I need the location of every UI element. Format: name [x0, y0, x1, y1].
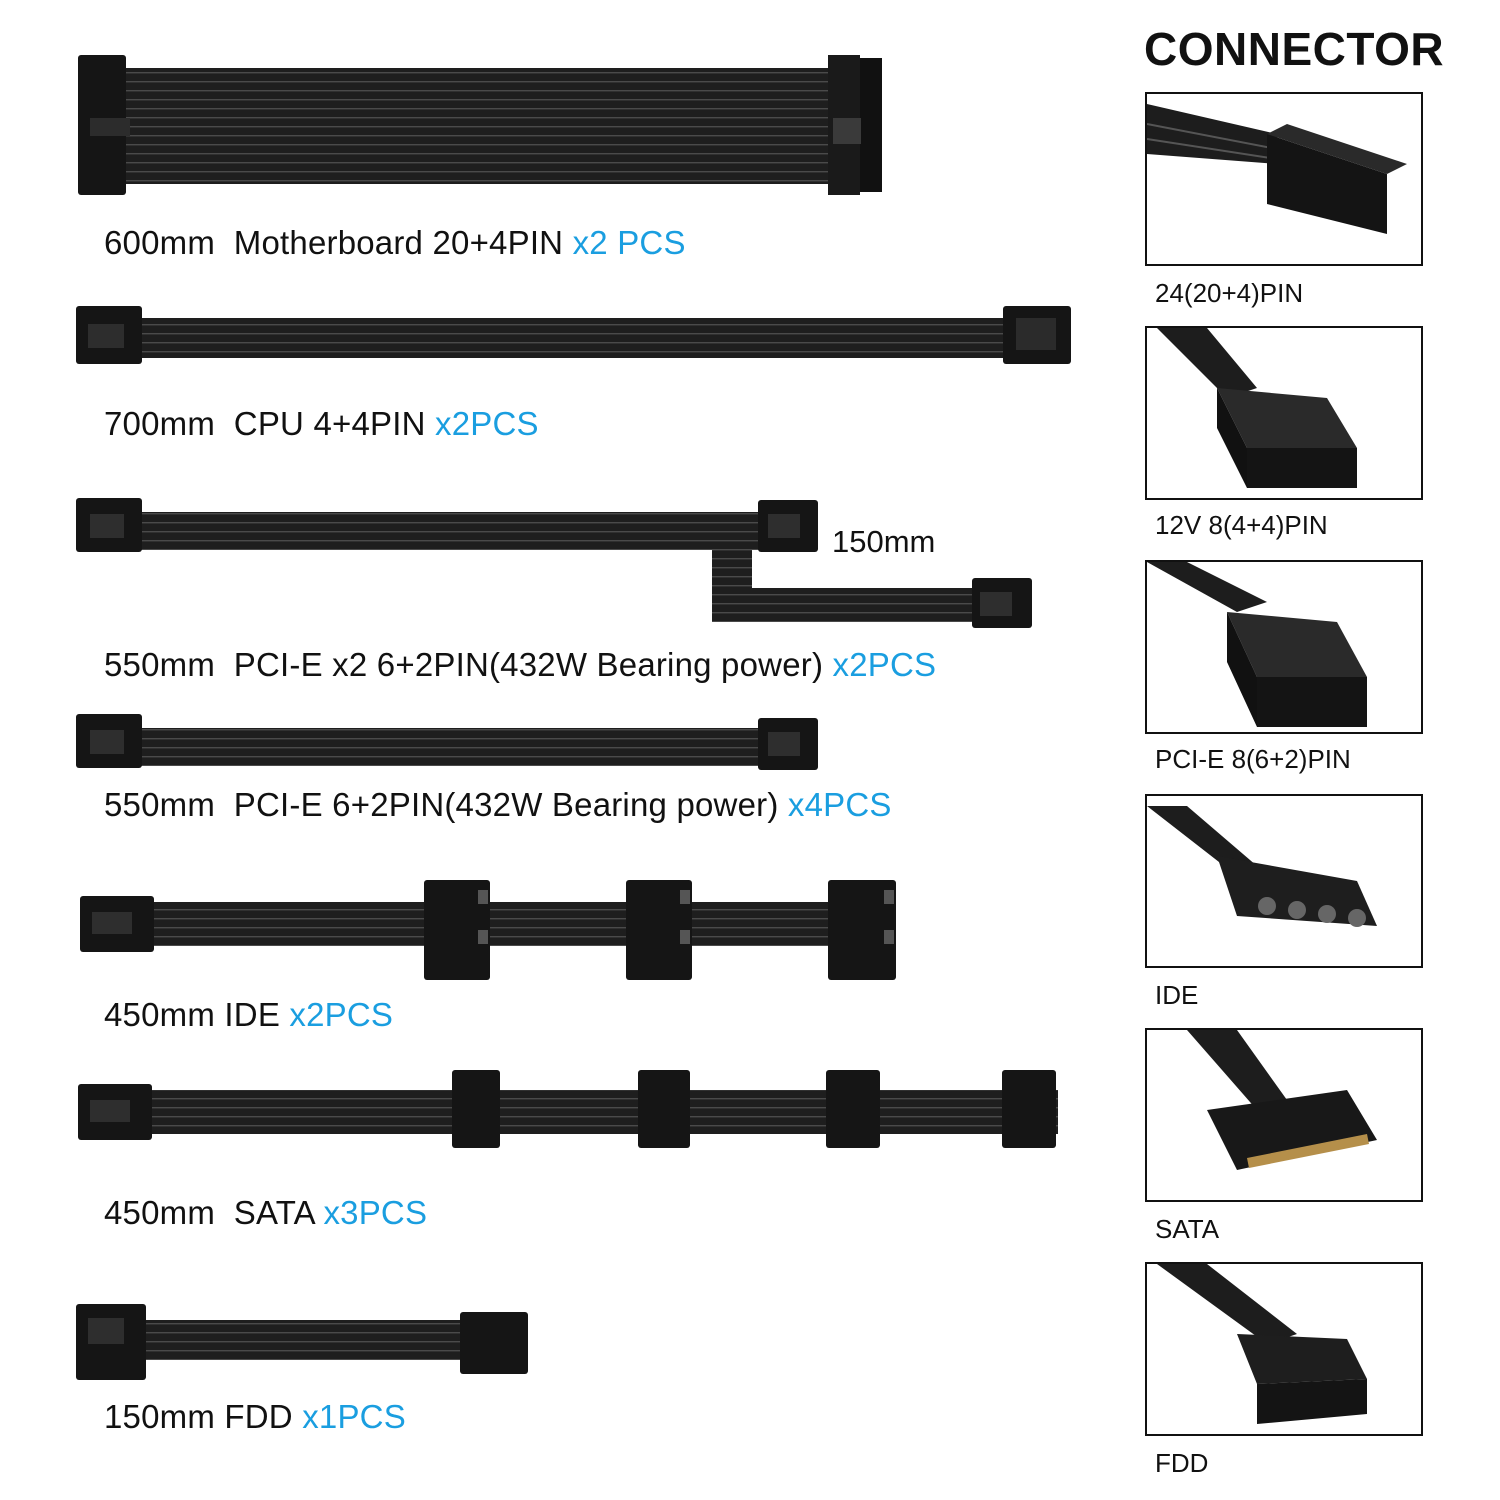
pcie-dual-cable-icon	[76, 498, 1032, 628]
cable-label-sata: 450mm SATA x3PCS	[104, 1194, 428, 1231]
connector-label-sata: SATA	[1155, 1214, 1220, 1244]
cable-illustrations	[76, 55, 1071, 1380]
connector-image-cpu	[1145, 326, 1423, 500]
motherboard-cable-icon	[78, 55, 882, 195]
cable-label-fdd: 150mm FDD x1PCS	[104, 1398, 406, 1435]
connector-image-fdd	[1145, 1262, 1423, 1436]
pcie-8pin-connector-icon	[1147, 562, 1367, 727]
connector-label-24pin: 24(20+4)PIN	[1155, 278, 1304, 308]
sata-connector-icon	[1187, 1030, 1377, 1170]
cpu-cable-icon	[76, 306, 1071, 364]
connector-image-ide	[1145, 794, 1423, 968]
cable-label-pcie-single: 550mm PCI-E 6+2PIN(432W Bearing power) x…	[104, 786, 892, 823]
connector-label-ide: IDE	[1155, 980, 1199, 1010]
eps-8pin-connector-icon	[1157, 328, 1357, 488]
pcie-branch-length: 150mm	[832, 524, 936, 559]
connector-image-24pin	[1145, 92, 1423, 266]
pcie-single-cable-icon	[76, 714, 818, 770]
sata-cable-icon	[78, 1070, 1058, 1148]
ide-cable-icon	[80, 880, 896, 980]
atx-24pin-connector-icon	[1147, 104, 1407, 234]
cable-label-cpu: 700mm CPU 4+4PIN x2PCS	[104, 405, 539, 442]
fdd-cable-icon	[76, 1304, 528, 1380]
molex-connector-icon	[1147, 806, 1377, 927]
connector-label-cpu: 12V 8(4+4)PIN	[1155, 510, 1328, 540]
cable-label-ide: 450mm IDE x2PCS	[104, 996, 394, 1033]
connector-label-fdd: FDD	[1155, 1448, 1209, 1478]
fdd-connector-icon	[1157, 1264, 1367, 1424]
connector-label-pcie: PCI-E 8(6+2)PIN	[1155, 744, 1351, 774]
connector-image-sata	[1145, 1028, 1423, 1202]
connector-image-pcie	[1145, 560, 1423, 734]
cable-label-pcie-dual: 550mm PCI-E x2 6+2PIN(432W Bearing power…	[104, 646, 937, 683]
cable-label-motherboard: 600mm Motherboard 20+4PIN x2 PCS	[104, 224, 686, 261]
connector-title: CONNECTOR	[1144, 23, 1445, 75]
